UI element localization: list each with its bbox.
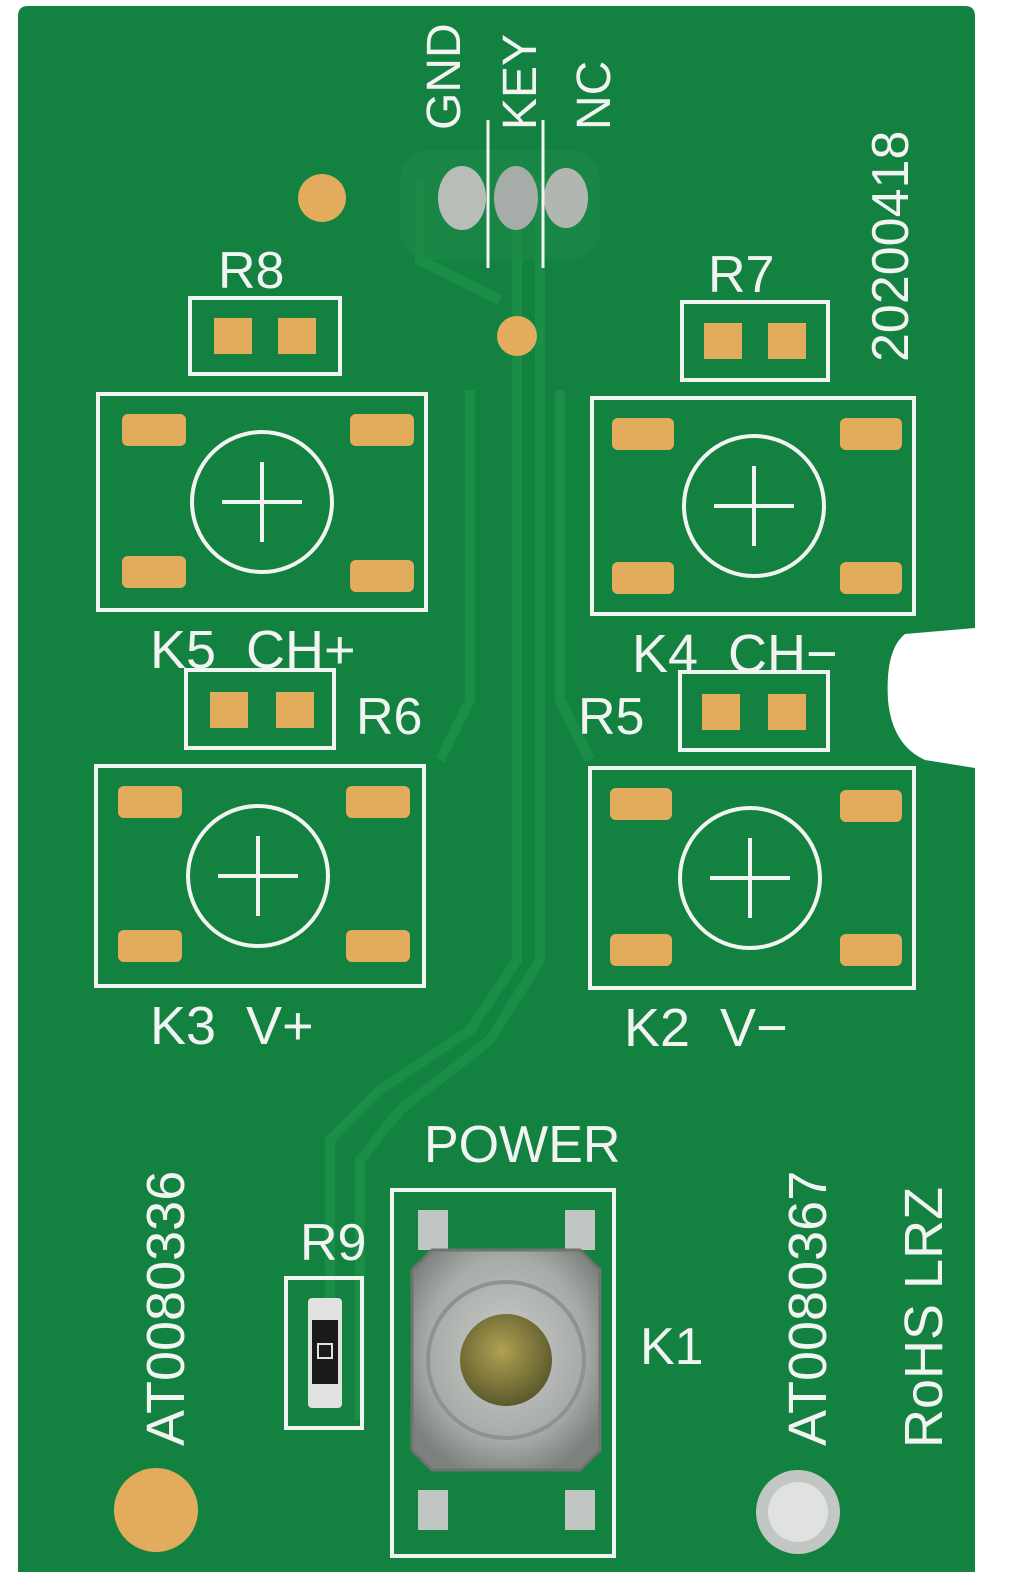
resistor-label-r5: R5	[578, 688, 644, 746]
resistor-r5	[678, 670, 830, 752]
resistor-r9	[284, 1276, 364, 1430]
pin-label-nc: NC	[568, 61, 621, 130]
date-code: 20200418	[862, 131, 920, 362]
resistor-label-r6: R6	[356, 688, 422, 746]
key-label-k2: K2 V−	[624, 998, 788, 1058]
key-k5	[96, 392, 428, 612]
resistor-r6	[184, 668, 336, 750]
via-center	[497, 316, 537, 356]
copper-traces	[325, 180, 595, 1420]
mounting-pad-hole	[768, 1482, 828, 1542]
part-number-right: AT0080367	[778, 1171, 838, 1446]
fiducial-top-left	[298, 174, 346, 222]
key-k3	[94, 764, 426, 988]
key-label-k1: K1	[640, 1318, 704, 1376]
resistor-r8	[188, 296, 342, 376]
power-label: POWER	[424, 1116, 620, 1174]
resistor-r7	[680, 300, 830, 382]
rohs-label: RoHS LRZ	[894, 1187, 954, 1448]
key-k4	[590, 396, 916, 616]
resistor-label-r8: R8	[218, 242, 284, 300]
power-switch-k1	[390, 1188, 616, 1558]
resistor-label-r7: R7	[708, 246, 774, 304]
pin-label-gnd: GND	[418, 23, 471, 130]
key-label-k4: K4 CH−	[632, 624, 838, 684]
mounting-pad-bottom-left	[114, 1468, 198, 1552]
resistor-label-r9: R9	[300, 1214, 366, 1272]
key-label-k3: K3 V+	[150, 996, 314, 1056]
pin-label-key: KEY	[494, 34, 547, 130]
key-k2	[588, 766, 916, 990]
header-pads	[400, 120, 600, 268]
part-number-left: AT0080336	[136, 1171, 196, 1446]
